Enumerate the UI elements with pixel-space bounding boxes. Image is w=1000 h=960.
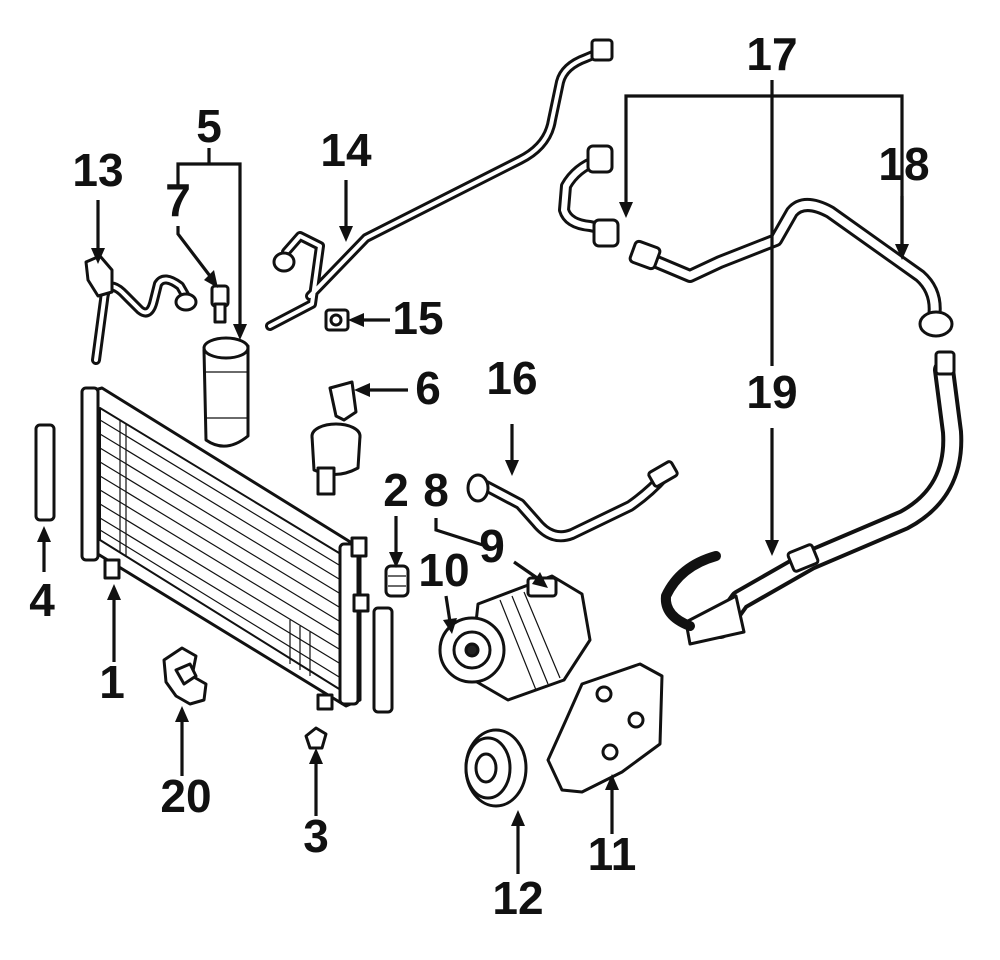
- callout-19: 19: [746, 366, 797, 418]
- condenser-bracket: [162, 646, 208, 706]
- condenser-clip: [304, 726, 328, 750]
- pulley: [464, 728, 528, 808]
- callout-10: 10: [418, 544, 469, 596]
- callout-18: 18: [878, 138, 929, 190]
- callout-7: 7: [165, 174, 191, 226]
- callout-13: 13: [72, 144, 123, 196]
- seal-strip-right: [372, 606, 394, 714]
- callout-8: 8: [423, 464, 449, 516]
- tube-13: [84, 254, 198, 365]
- drier-bracket: [310, 380, 362, 496]
- callout-16: 16: [486, 352, 537, 404]
- callout-17: 17: [746, 28, 797, 80]
- hose-17: [558, 144, 620, 248]
- callout-labels: 1 2 3 4 5 6 7 8 9 10 11 12 13 14 15 16 1…: [29, 28, 929, 924]
- tube-14: [265, 38, 614, 331]
- callout-15: 15: [392, 292, 443, 344]
- grommet: [384, 564, 410, 598]
- callout-9: 9: [479, 520, 505, 572]
- hose-19: [660, 350, 964, 646]
- hose-16: [466, 460, 679, 543]
- callout-3: 3: [303, 810, 329, 862]
- callout-1: 1: [99, 656, 125, 708]
- callout-5: 5: [196, 100, 222, 152]
- receiver-drier: [202, 336, 250, 448]
- expansion-valve: [324, 308, 350, 332]
- callout-4: 4: [29, 574, 55, 626]
- pressure-switch: [210, 284, 230, 324]
- compressor-bracket: [546, 662, 664, 794]
- callout-2: 2: [383, 464, 409, 516]
- seal-strip-left: [34, 423, 56, 522]
- callout-20: 20: [160, 770, 211, 822]
- condenser: [80, 386, 370, 711]
- compressor: [438, 574, 592, 702]
- leader-lines: [37, 80, 909, 874]
- callout-14: 14: [320, 124, 372, 176]
- callout-6: 6: [415, 362, 441, 414]
- hose-18: [628, 198, 954, 338]
- callout-12: 12: [492, 872, 543, 924]
- callout-11: 11: [588, 828, 637, 880]
